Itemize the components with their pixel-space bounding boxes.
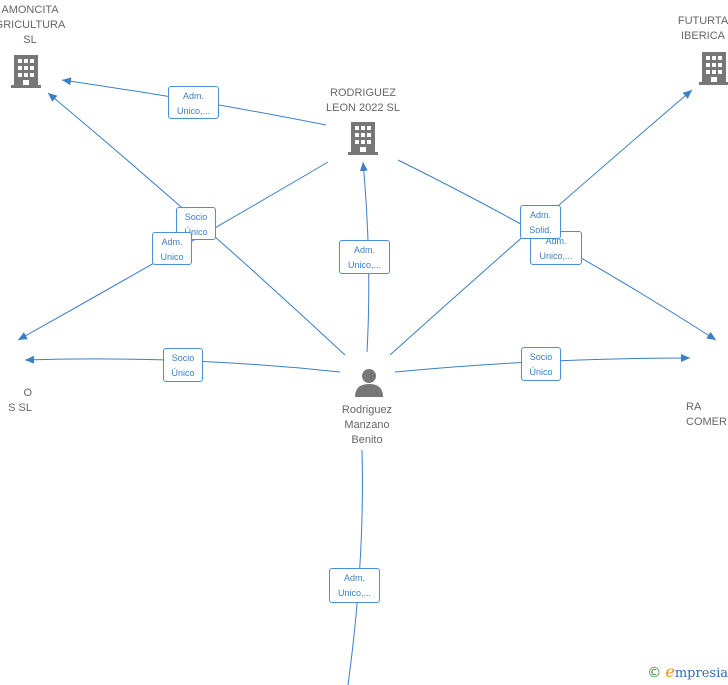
brand-initial: e — [665, 662, 675, 681]
company-label-futurta[interactable]: FUTURTA IBERICA — [677, 15, 728, 42]
edge-label-adm-solid[interactable]: Adm. Solid. — [520, 205, 561, 239]
empresia-logo: © empresia — [647, 662, 728, 681]
building-icon — [348, 122, 378, 155]
edge-label-adm-unico-left[interactable]: Adm. Unico — [152, 232, 192, 265]
building-icon — [11, 55, 41, 88]
edge-label-adm-unico-center[interactable]: Adm. Unico,... — [339, 240, 390, 274]
edge-label-adm-unico-bottom[interactable]: Adm. Unico,... — [329, 568, 380, 603]
company-label-left[interactable]: O S SL — [8, 387, 32, 414]
brand-name: mpresia — [674, 666, 728, 681]
company-label-right[interactable]: RA COMER — [686, 401, 727, 428]
edge-bottom-to-person — [347, 449, 363, 685]
copyright-symbol: © — [647, 665, 662, 681]
building-icon — [699, 52, 728, 85]
edge-label-adm-unico[interactable]: Adm. Unico,... — [168, 86, 219, 119]
company-label-rodriguez-leon[interactable]: RODRIGUEZ LEON 2022 SL — [326, 87, 400, 114]
person-icon — [355, 369, 383, 397]
edge-label-socio-unico-right[interactable]: Socio Único — [521, 347, 561, 381]
company-label-camoncita[interactable]: AMONCITA GRICULTURA SL — [0, 4, 66, 46]
person-label[interactable]: Rodriguez Manzano Benito — [341, 404, 393, 446]
edge-label-socio-unico-left[interactable]: Socio Único — [163, 348, 203, 382]
